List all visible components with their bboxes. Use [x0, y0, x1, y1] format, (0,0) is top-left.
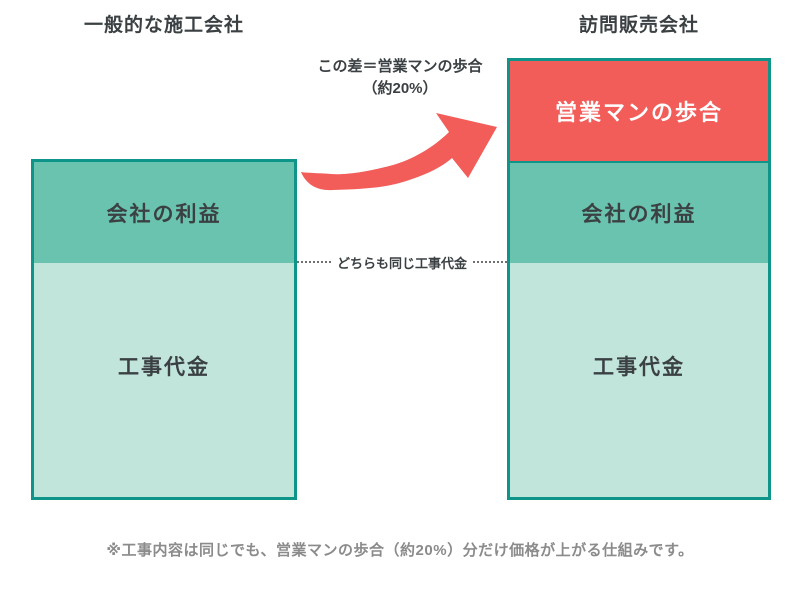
connector-label: どちらも同じ工事代金: [337, 255, 468, 271]
segment-sales-commission: 営業マンの歩合: [510, 61, 768, 161]
left-column-title: 一般的な施工会社: [83, 15, 244, 36]
dotted-line-right: [473, 261, 508, 263]
segment-company-profit-left: 会社の利益: [34, 162, 294, 263]
dotted-line-left: [297, 261, 331, 263]
segment-label: 会社の利益: [106, 202, 222, 226]
segment-construction-cost-right: 工事代金: [510, 263, 768, 497]
segment-company-profit-right: 会社の利益: [510, 161, 768, 263]
footnote: ※工事内容は同じでも、営業マンの歩合（約20%）分だけ価格が上がる仕組みです。: [106, 542, 694, 559]
segment-label: 工事代金: [593, 356, 685, 379]
segment-label: 会社の利益: [581, 203, 697, 226]
segment-label: 工事代金: [118, 356, 210, 379]
arrow-annotation: この差＝営業マンの歩合 （約20%）: [290, 56, 510, 100]
right-column: 営業マンの歩合 会社の利益 工事代金: [507, 58, 771, 500]
curved-arrow-icon: [293, 98, 505, 198]
arrow-annotation-line2: （約20%）: [362, 80, 438, 97]
right-column-title: 訪問販売会社: [578, 15, 699, 36]
arrow-annotation-line1: この差＝営業マンの歩合: [317, 58, 483, 75]
left-column: 会社の利益 工事代金: [31, 159, 297, 500]
segment-construction-cost-left: 工事代金: [34, 263, 294, 497]
segment-label: 営業マンの歩合: [554, 100, 723, 125]
same-cost-connector: どちらも同じ工事代金: [297, 251, 508, 273]
